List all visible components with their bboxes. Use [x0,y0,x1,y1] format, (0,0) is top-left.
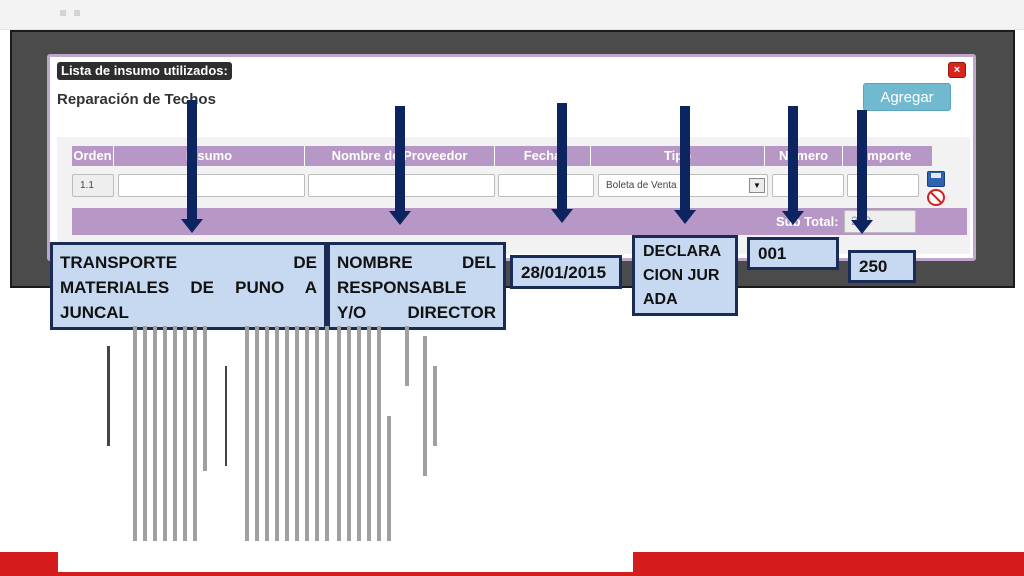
callout-numero: 001 [747,237,839,270]
arrow-tipo [680,106,690,211]
document-text-line [255,326,259,541]
document-text-line [183,326,187,541]
arrow-head-tipo [674,210,696,224]
order-field: 1.1 [72,174,114,197]
arrow-head-insumo [181,219,203,233]
document-text-line [325,326,329,541]
document-text-line [163,326,167,541]
document-text-line [337,326,341,541]
app-bar-mark [60,10,66,16]
arrow-head-importe [851,220,873,234]
document-text-line [225,366,227,466]
document-text-line [357,326,361,541]
arrow-head-fecha [551,209,573,223]
document-text-line [387,416,391,541]
document-text-line [305,326,309,541]
document-text-line [423,336,427,476]
document-text-line [245,326,249,541]
callout-tipo: DECLARACION JURADA [632,235,738,316]
document-text-line [275,326,279,541]
modal-title: Lista de insumo utilizados: [57,62,232,80]
document-text-line [367,326,371,541]
arrow-insumo [187,100,197,220]
document-text-line [153,326,157,541]
arrow-fecha [557,103,567,210]
document-text-line [315,326,319,541]
callout-proveedor: NOMBRE DEL RESPONSABLE Y/O DIRECTOR [327,242,506,330]
document-text-line [133,326,137,541]
rotated-declaration-document [105,326,445,544]
arrow-head-proveedor [389,211,411,225]
subtotal-bar: Sub Total: 250 [72,208,967,235]
column-header-tipo: Tipo [591,146,765,166]
table-header: Orden Insumo Nombre de Proveedor Fecha T… [72,146,932,166]
app-bar-mark [74,10,80,16]
save-icon[interactable] [927,171,945,187]
document-text-line [173,326,177,541]
close-icon[interactable]: × [948,62,966,78]
column-header-importe: Importe [863,148,912,163]
background-app-bar [0,0,1024,30]
column-header-orden: Orden [72,146,114,166]
document-text-line [107,346,110,446]
document-text-line [295,326,299,541]
document-text-line [203,326,207,471]
modal-subtitle: Reparación de Techos [57,91,216,108]
arrow-proveedor [395,106,405,212]
callout-insumo: TRANSPORTE DE MATERIALES DE PUNO A JUNCA… [50,242,327,330]
column-header-fecha: Fecha [495,146,591,166]
fecha-input[interactable] [498,174,594,197]
document-text-line [347,326,351,541]
column-header-insumo: Insumo [114,146,305,166]
document-text-line [265,326,269,541]
document-text-line [193,326,197,541]
column-header-numero: Número [765,146,843,166]
callout-fecha: 28/01/2015 [510,255,622,289]
document-text-line [433,366,437,446]
callout-importe: 250 [848,250,916,283]
document-text-line [377,326,381,541]
footer-white-strip [58,552,633,572]
tipo-selected-value: Boleta de Venta [606,180,677,191]
document-text-line [143,326,147,541]
add-button[interactable]: Agregar [863,83,951,111]
chevron-down-icon[interactable]: ▼ [749,178,765,193]
document-text-line [285,326,289,541]
arrow-importe [857,110,867,221]
items-panel: Orden Insumo Nombre de Proveedor Fecha T… [57,137,970,254]
arrow-numero [788,106,798,212]
document-text-line [405,326,409,386]
arrow-head-numero [782,211,804,225]
delete-icon[interactable] [927,189,945,206]
insumo-input[interactable] [118,174,305,197]
numero-input[interactable] [772,174,844,197]
